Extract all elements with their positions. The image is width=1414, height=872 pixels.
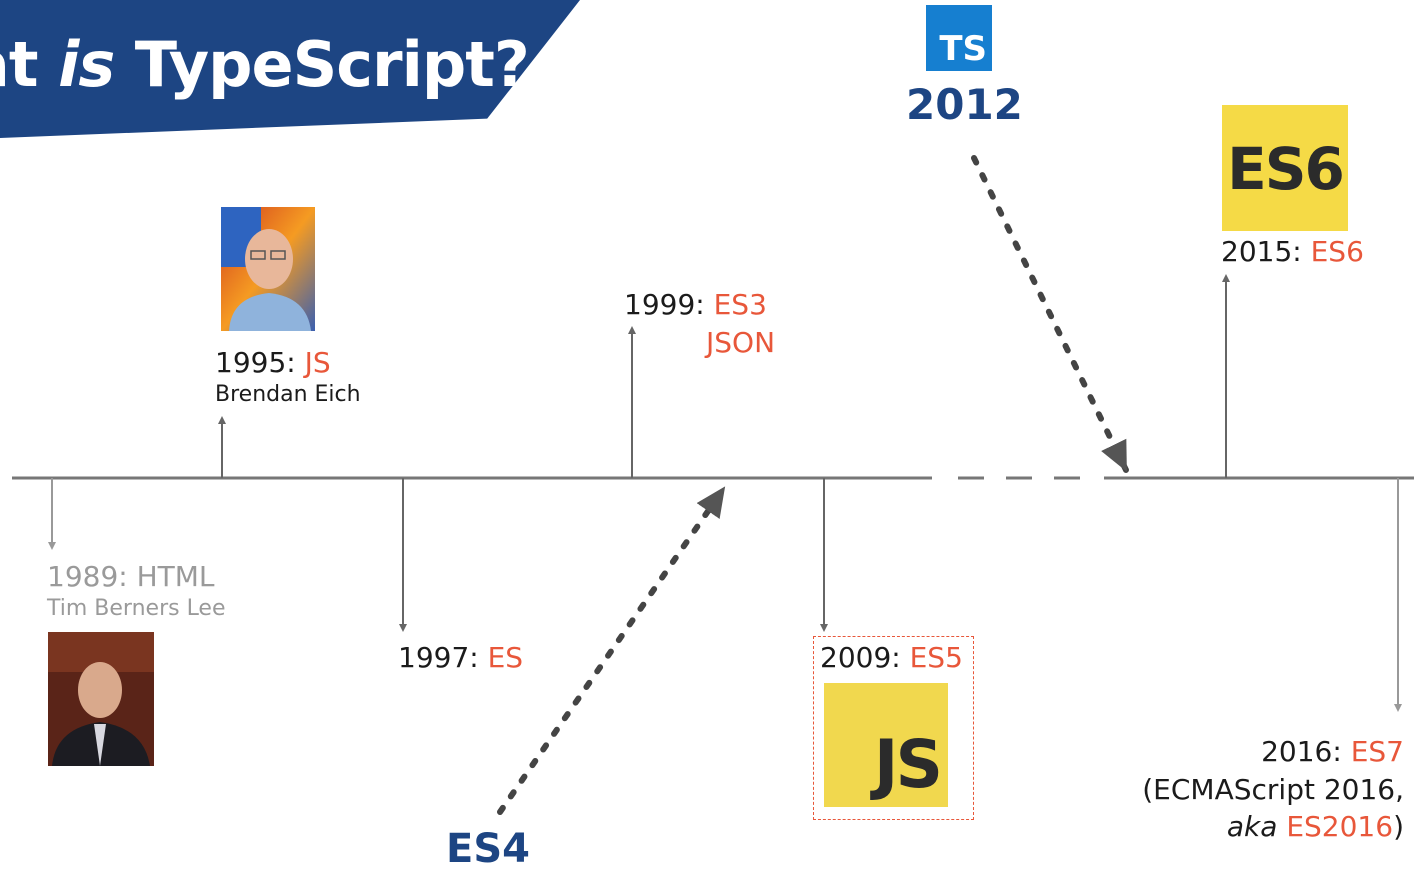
- es4-label: ES4: [446, 826, 530, 872]
- event-2016-aka: aka ES2016): [1226, 810, 1404, 843]
- es4-arrow: [497, 485, 727, 815]
- event-2009: 2009: ES5: [820, 641, 963, 674]
- event-1997: 1997: ES: [398, 641, 524, 674]
- title-banner: [0, 0, 580, 138]
- es6-logo: ES6: [1222, 105, 1348, 231]
- es5-highlight-box: [813, 636, 974, 820]
- event-2016-detail: (ECMAScript 2016,: [1142, 773, 1404, 806]
- typescript-logo: TS: [926, 5, 992, 71]
- event-1999-json: JSON: [706, 326, 776, 359]
- tim-berners-lee-photo: [48, 632, 154, 766]
- event-1989: 1989: HTML: [47, 560, 215, 593]
- event-1995: 1995: JS: [215, 346, 331, 379]
- event-1989-person: Tim Berners Lee: [47, 596, 226, 621]
- event-2016: 2016: ES7: [1261, 735, 1404, 768]
- event-1999: 1999: ES3: [624, 288, 767, 321]
- event-2015: 2015: ES6: [1221, 235, 1364, 268]
- typescript-arrow: [971, 155, 1129, 473]
- event-1995-person: Brendan Eich: [215, 382, 361, 407]
- js-logo: JS: [824, 683, 948, 807]
- brendan-eich-photo: [221, 207, 315, 331]
- typescript-year: 2012: [906, 80, 1023, 129]
- slide-title: at is TypeScript?: [0, 28, 530, 101]
